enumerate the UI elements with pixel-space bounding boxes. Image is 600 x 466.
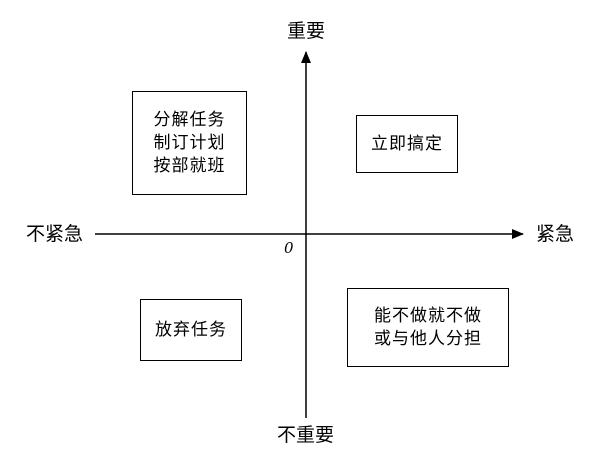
quadrant-top-left-text: 分解任务 制订计划 按部就班 [153, 109, 226, 176]
left-axis-label: 不紧急 [26, 223, 84, 245]
quadrant-top-right-text: 立即搞定 [371, 133, 443, 154]
top-axis-label: 重要 [287, 20, 326, 42]
quadrant-bottom-left-text: 放弃任务 [155, 319, 227, 340]
quadrant-bottom-right-box: 能不做就不做 或与他人分担 [347, 288, 509, 367]
quadrant-bottom-right-text: 能不做就不做 或与他人分担 [374, 305, 482, 349]
quadrant-bottom-left-box: 放弃任务 [140, 299, 242, 361]
bottom-axis-label: 不重要 [277, 424, 335, 446]
origin-label: 0 [284, 239, 294, 257]
quadrant-top-right-box: 立即搞定 [356, 115, 458, 173]
right-axis-label: 紧急 [536, 223, 575, 245]
quadrant-top-left-box: 分解任务 制订计划 按部就班 [132, 91, 247, 195]
